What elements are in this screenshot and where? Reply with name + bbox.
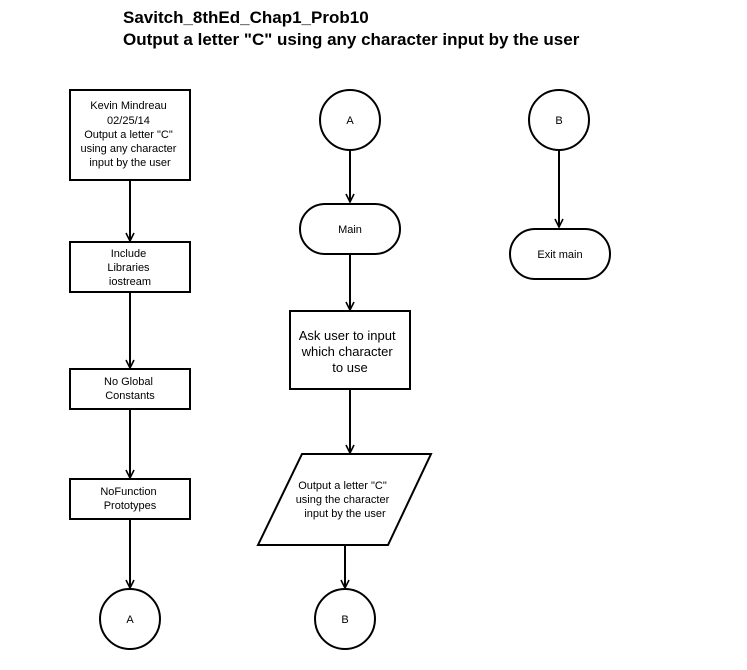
connector-b-in-label: B bbox=[555, 115, 562, 127]
globals-label: No Global Constants bbox=[104, 376, 156, 402]
globals-box bbox=[69, 368, 191, 410]
connector-b-out-label: B bbox=[341, 614, 348, 626]
ask-user-label: Ask user to input which character to use bbox=[299, 328, 399, 375]
header-comment-box bbox=[69, 89, 191, 181]
prototypes-box bbox=[69, 478, 191, 520]
main-terminal-label: Main bbox=[338, 224, 362, 236]
prototypes-label: NoFunction Prototypes bbox=[100, 486, 159, 512]
output-c-label: Output a letter "C" using the character … bbox=[296, 480, 393, 520]
connector-a-in-label: A bbox=[346, 115, 354, 127]
diagram-title: Savitch_8thEd_Chap1_Prob10 bbox=[123, 8, 369, 27]
connector-a-out bbox=[99, 588, 161, 650]
output-c-parallelogram bbox=[256, 453, 433, 546]
exit-main-terminal bbox=[509, 228, 611, 280]
diagram-subtitle: Output a letter "C" using any character … bbox=[123, 30, 580, 49]
connector-b-out bbox=[314, 588, 376, 650]
header-comment-label: Kevin Mindreau 02/25/14 Output a letter … bbox=[80, 100, 179, 169]
exit-main-label: Exit main bbox=[537, 249, 582, 261]
connector-a-out-label: A bbox=[126, 614, 134, 626]
libraries-label: Include Libraries iostream bbox=[107, 248, 152, 288]
